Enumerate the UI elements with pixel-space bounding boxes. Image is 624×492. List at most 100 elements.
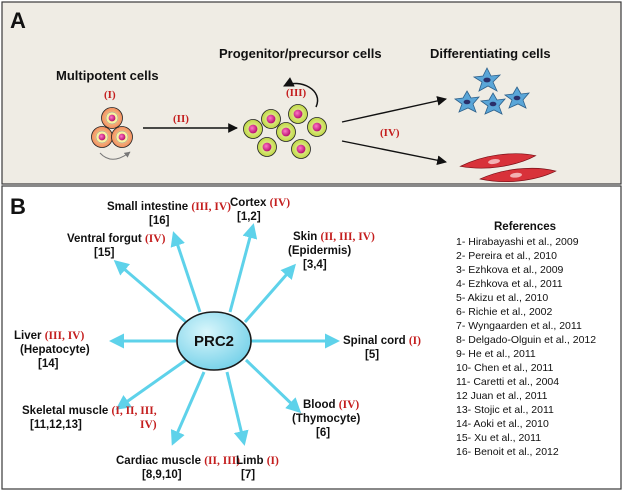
target-cortex: Cortex (IV) [1,2] [230,197,290,223]
progenitor-cell [276,122,296,142]
star-cells [453,67,530,115]
reference-item: 2- Pereira et al., 2010 [456,250,557,262]
target-name: Cortex [230,197,267,209]
target-stages: (IV) [270,197,291,209]
target-spinal-cord: Spinal cord (I) [5] [343,335,421,361]
reference-item: 7- Wyngaarden et al., 2011 [456,320,582,332]
differentiating-label: Differentiating cells [430,46,551,61]
reference-item: 9- He et al., 2011 [456,348,536,360]
references-list: References 1- Hirabayashi et al., 2009 2… [456,221,596,458]
target-small-intestine: Small intestine (III, IV) [16] [107,201,231,227]
reference-item: 3- Ezhkova et al., 2009 [456,264,564,276]
arrow-skeletal-muscle [115,358,187,410]
multipotent-cells [91,107,133,160]
reference-item: 5- Akizu et al., 2010 [456,292,548,304]
target-stages: (I) [267,455,279,467]
progenitor-stage: (III) [286,87,307,99]
reference-item: 15- Xu et al., 2011 [456,432,541,444]
spoke-arrows [109,223,340,446]
hub-label: PRC2 [194,333,234,350]
arrow-skin [243,263,296,323]
reference-item: 4- Ezhkova et al., 2011 [456,278,563,290]
target-stages: (I) [409,335,421,347]
reference-item: 1- Hirabayashi et al., 2009 [456,236,579,248]
multipotent-label: Multipotent cells [56,68,159,83]
star-cell [503,86,530,109]
arrow-limb [225,371,249,446]
target-name: Liver [14,330,42,342]
reference-item: 12 Juan et al., 2011 [456,390,548,402]
svg-text:Small intestine (III, IV): Small intestine (III, IV) [107,201,231,213]
target-limb: Limb (I) [7] [236,455,279,481]
target-refs: [1,2] [237,211,261,223]
target-refs: [5] [365,349,379,361]
self-renewal-arrow [99,151,131,160]
target-name: Spinal cord [343,335,406,347]
target-sub: (Epidermis) [288,245,351,257]
progenitor-cell [261,109,281,129]
svg-text:Skeletal muscle (I, II, III,: Skeletal muscle (I, II, III, [22,405,157,417]
star-cell [453,90,480,113]
prc2-hub: PRC2 [176,311,252,371]
target-refs: [11,12,13] [30,419,82,431]
reference-item: 16- Benoit et al., 2012 [456,446,559,458]
panel-b-background [1,185,622,490]
svg-text:Skin (II, III, IV): Skin (II, III, IV) [293,231,375,243]
target-name: Blood [303,399,336,411]
reference-item: 13- Stojic et al., 2011 [456,404,554,416]
target-refs: [16] [149,215,170,227]
svg-text:Spinal cord (I): Spinal cord (I) [343,335,421,347]
stem-cell [91,126,113,148]
progenitor-cell [291,139,311,159]
target-stages-cont: IV) [140,419,157,431]
svg-text:Blood (IV): Blood (IV) [303,399,359,411]
elongated-cell [459,153,537,169]
target-skin: Skin (II, III, IV) (Epidermis) [3,4] [288,231,375,271]
target-sub: (Thymocyte) [292,413,361,425]
target-cardiac-muscle: Cardiac muscle (II, III) [8,9,10] [116,455,240,481]
target-name: Limb [236,455,263,467]
references-title: References [494,221,556,233]
svg-text:Cardiac muscle (II, III): Cardiac muscle (II, III) [116,455,240,467]
progenitor-cell [257,137,277,157]
star-cell [479,92,506,115]
target-stages: (II, III, IV) [321,231,375,243]
target-name: Small intestine [107,201,188,213]
svg-text:Cortex (IV): Cortex (IV) [230,197,290,209]
svg-text:Limb (I): Limb (I) [236,455,279,467]
target-stages: (III, IV) [45,330,85,342]
target-liver: Liver (III, IV) (Hepatocyte) [14] [14,330,90,370]
progenitor-cell [307,117,327,137]
panel-a: A Multipotent cells (I) (II) [1,1,622,185]
differentiating-stage: (IV) [380,127,400,139]
target-stages: (II, III) [204,455,240,467]
target-name: Skin [293,231,317,243]
arrow-small-intestine [170,231,202,313]
target-refs: [14] [38,358,59,370]
progenitor-cell [243,119,263,139]
reference-item: 8- Delgado-Olguin et al., 2012 [456,334,596,346]
arrow-ventral-forgut [113,260,187,324]
panel-b: B PRC2 Small intestine (III, IV) [16] Co… [1,185,622,490]
target-stages: (I, II, III, [112,405,157,417]
target-name: Ventral forgut [67,233,142,245]
progenitor-cell [288,104,308,124]
target-ventral-forgut: Ventral forgut (IV) [15] [67,233,166,259]
elongated-cells [459,153,557,183]
target-refs: [6] [316,427,330,439]
star-cell [472,67,502,92]
svg-text:Ventral forgut (IV): Ventral forgut (IV) [67,233,166,245]
arrow-cardiac-muscle [170,371,206,446]
proliferation-arrow [283,77,319,108]
reference-item: 11- Caretti et al., 2004 [456,376,559,388]
arrow-cortex [228,223,258,313]
differentiation-arrow-lower [341,140,447,166]
progenitor-label: Progenitor/precursor cells [219,46,382,61]
elongated-cell [479,167,557,183]
target-refs: [3,4] [303,259,327,271]
target-skeletal-muscle: Skeletal muscle (I, II, III, [11,12,13] … [22,405,157,431]
target-stages: (IV) [339,399,360,411]
progenitor-cells [243,104,327,159]
stem-cell [111,126,133,148]
